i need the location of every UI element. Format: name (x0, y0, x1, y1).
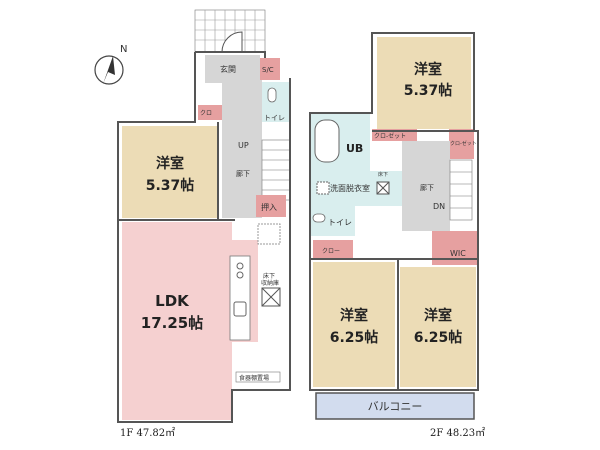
closet-1f-label: クロ (200, 110, 212, 117)
hallway-1f (222, 78, 262, 218)
stove-icon (236, 262, 244, 270)
balcony (315, 392, 475, 420)
stairs-up-label: UP (238, 141, 249, 150)
bedroom-2f-a (377, 37, 471, 129)
washroom-label: 洗面脱衣室 (330, 183, 370, 193)
floor-1: 玄関 S/C トイレ クロ 洋室 5.37帖 UP 廊下 押入 LDK 17.2… (117, 9, 291, 439)
bedroom-2f-c-name: 洋室 (424, 307, 452, 324)
oshiire-1f (256, 195, 286, 217)
washer-icon (316, 181, 330, 195)
entrance-door-icon (221, 31, 243, 53)
entrance-label: 玄関 (220, 64, 236, 74)
shoe-closet-label: S/C (262, 66, 274, 74)
walls-2f (309, 32, 479, 391)
stairs-down-label: DN (433, 202, 445, 211)
toilet-1f-icon (267, 87, 277, 103)
underfloor-x-icon-2 (261, 287, 281, 307)
underfloor-1f-label: 床下 (263, 272, 275, 280)
fridge-area (257, 223, 281, 245)
closet-2f-a-label: クロ-ゼット (374, 132, 406, 140)
compass-label: N (120, 44, 127, 55)
toilet-2f-label: トイレ (328, 218, 352, 227)
underfloor-2f-label: 床下 (378, 171, 388, 178)
hallway-1f-label: 廊下 (236, 169, 250, 178)
closet-2f-c (313, 240, 353, 260)
closet-1f (198, 105, 222, 120)
compass: N (94, 44, 127, 85)
bedroom-2f-b-size: 6.25帖 (330, 329, 379, 346)
stove-burner-icon (236, 271, 244, 279)
closet-2f-b (449, 129, 474, 159)
bedroom-2f-b-name: 洋室 (340, 307, 368, 324)
sink-icon (233, 301, 247, 317)
stairs-1f (261, 139, 291, 201)
bedroom-2f-c (400, 267, 476, 387)
bedroom-2f-b (313, 262, 395, 387)
shoe-closet (260, 58, 280, 80)
bedroom-1f (122, 126, 217, 218)
bathtub-icon (314, 119, 340, 163)
bedroom-1f-name: 洋室 (156, 155, 184, 172)
floor-2: 洋室 5.37帖 UB クロ-ゼット クロ-ゼット 押入 洗面脱衣室 床下 廊下… (309, 32, 485, 439)
wic-label: WIC (450, 249, 466, 258)
ldk-size: 17.25帖 (141, 314, 203, 332)
walls-1f (117, 51, 291, 423)
underfloor-2f-x-icon-2 (376, 181, 390, 195)
cabinet-area (235, 371, 281, 383)
bedroom-2f-c-size: 6.25帖 (414, 329, 463, 346)
balcony-label: バルコニー (368, 400, 423, 413)
hallway-2f (402, 141, 450, 231)
bathroom-label: UB (346, 142, 363, 155)
floor2-area-label: 2F 48.23㎡ (430, 427, 485, 439)
bedroom-2f-a-size: 5.37帖 (404, 82, 453, 99)
entrance-area (205, 55, 260, 83)
floor1-area-label: 1F 47.82㎡ (120, 427, 175, 439)
toilet-1f (262, 82, 290, 122)
toilet-1f-label: トイレ (264, 114, 285, 122)
toilet-2f-icon (312, 213, 326, 223)
kitchen-counter (229, 255, 251, 341)
cabinet-label: 食器棚置場 (239, 374, 269, 382)
stairs-2f (449, 159, 473, 221)
closet-2f-c-label: クロー (322, 248, 340, 255)
compass-needle-icon (103, 56, 115, 84)
oshiire-1f-label: 押入 (261, 202, 277, 212)
underfloor-1f-label-2: 収納庫 (261, 279, 279, 287)
ldk-room (122, 222, 258, 420)
bedroom-2f-a-name: 洋室 (414, 61, 442, 78)
closet-2f-b-label: クロ-ゼット (450, 140, 477, 147)
hallway-2f-label: 廊下 (420, 183, 434, 192)
bedroom-1f-size: 5.37帖 (146, 177, 195, 194)
ldk-name: LDK (155, 292, 190, 310)
